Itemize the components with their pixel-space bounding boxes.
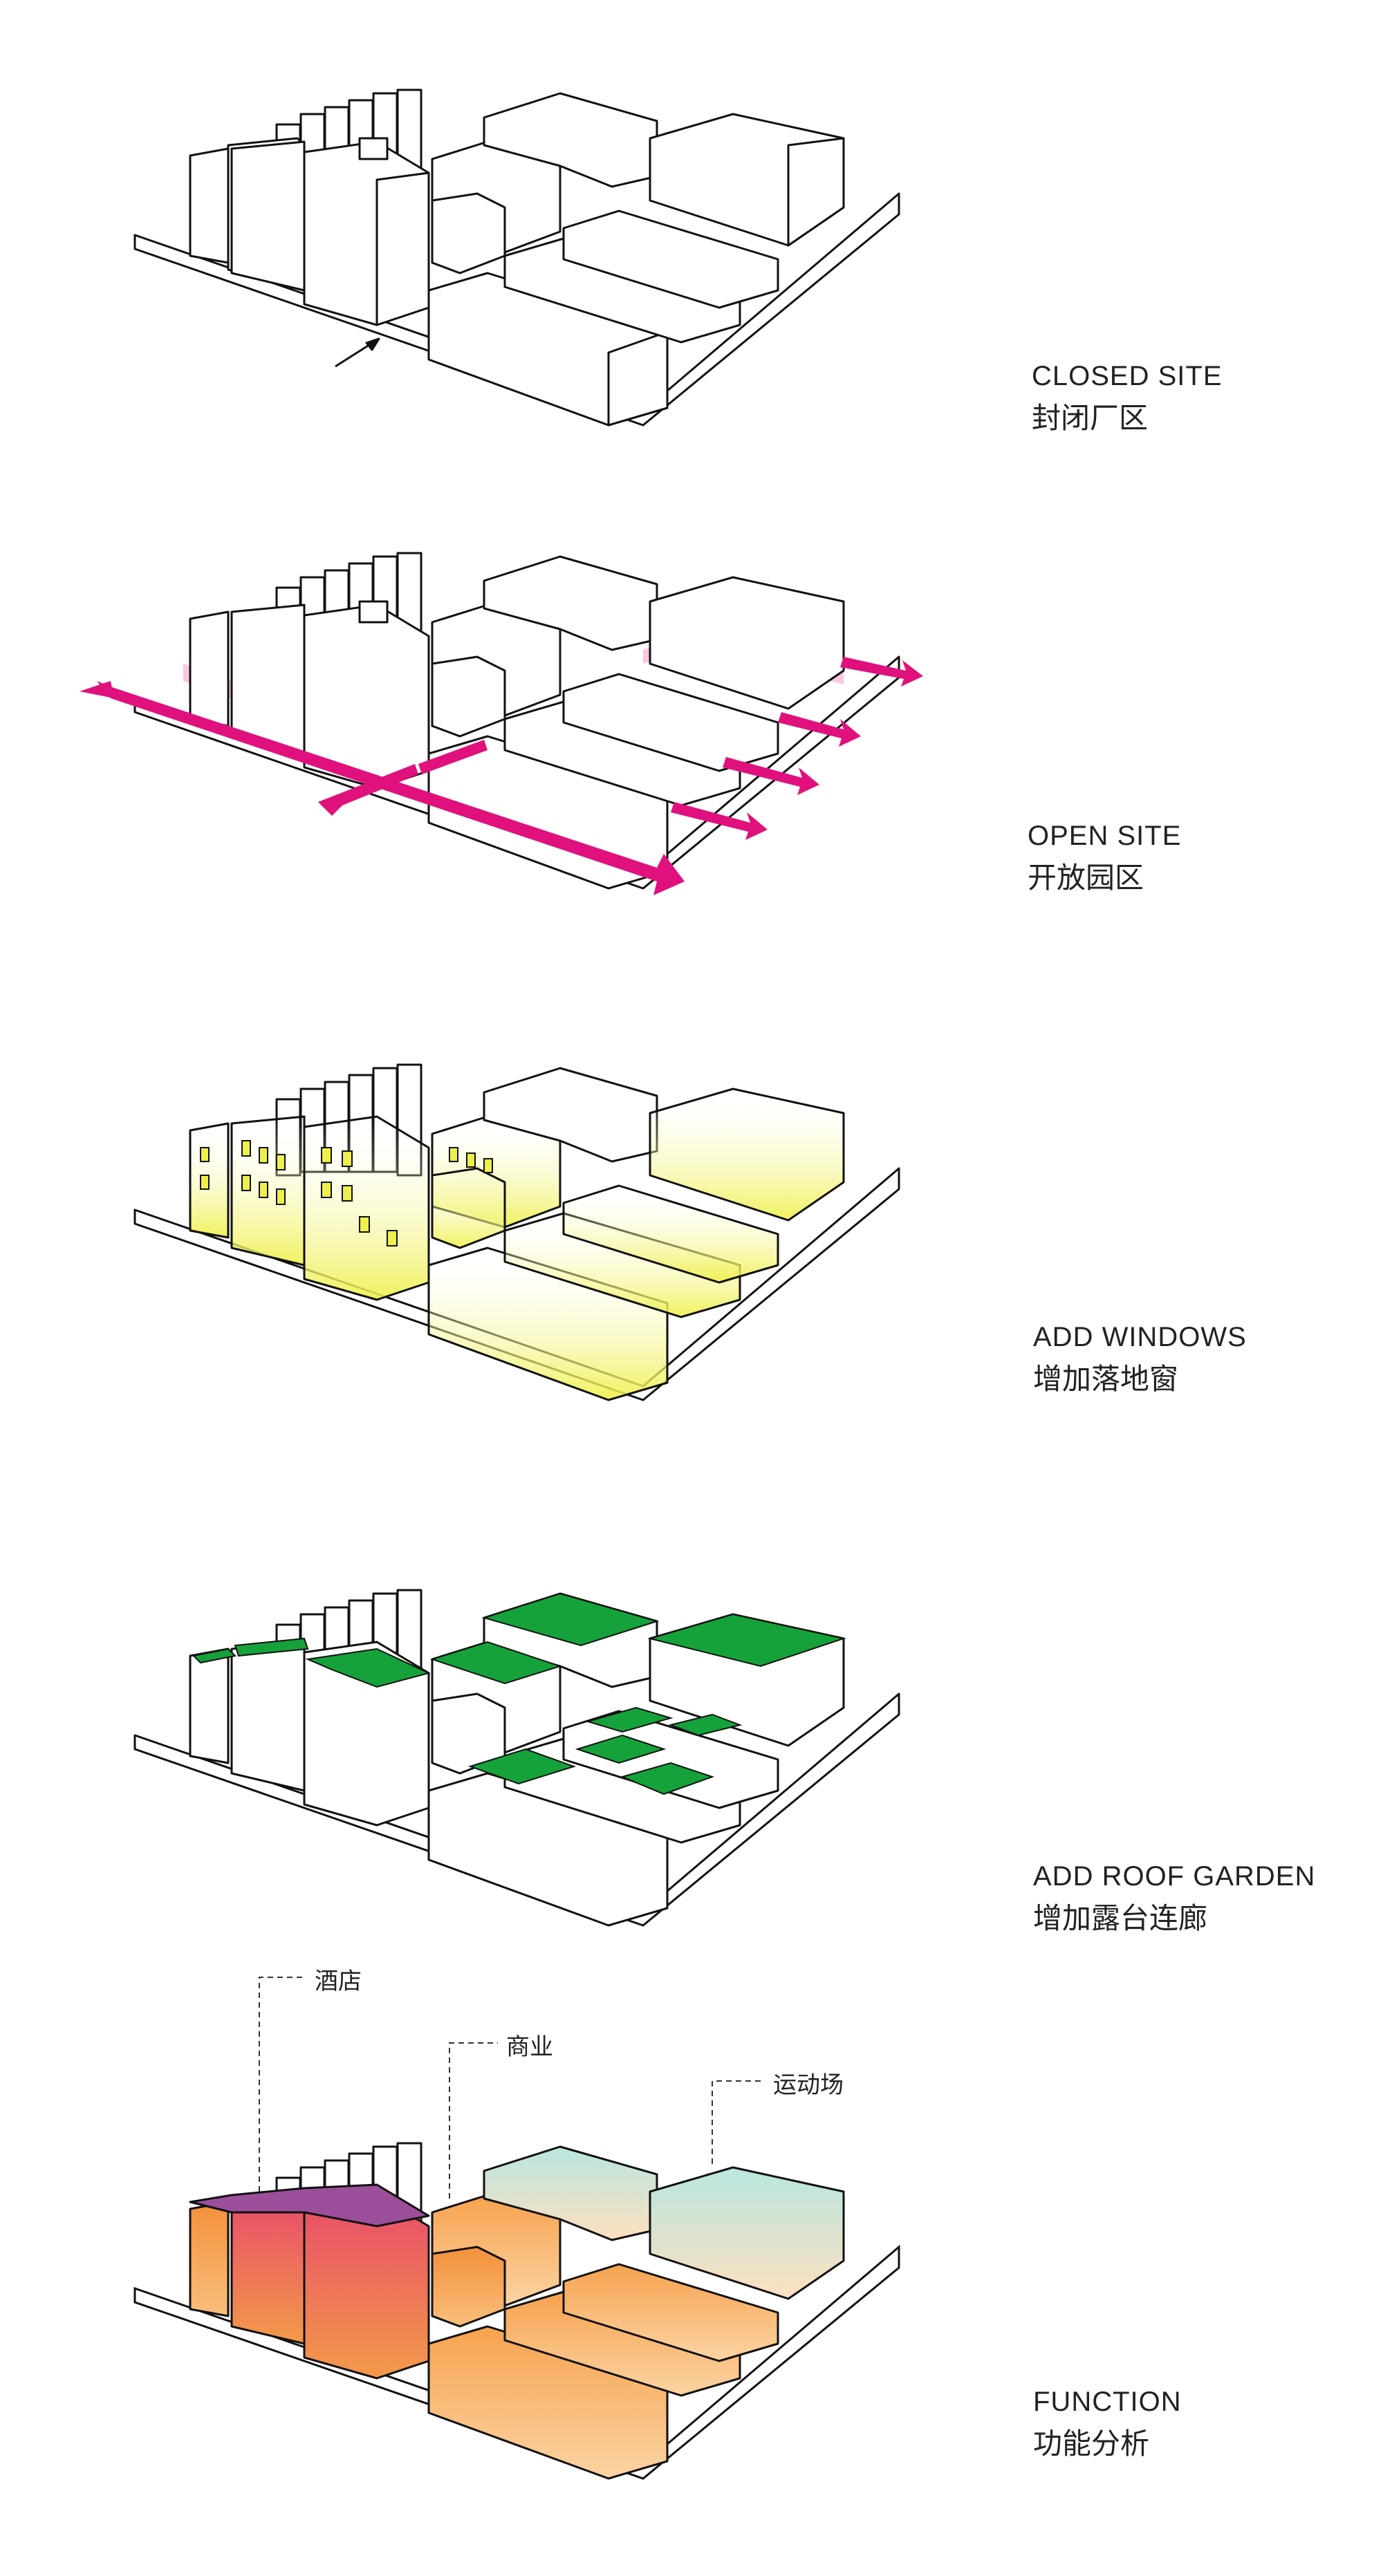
stage-title-cn: 封闭厂区 <box>1032 402 1149 434</box>
function-diagram <box>133 1977 900 2480</box>
green-roofs <box>192 1592 846 1795</box>
stage-title-en: OPEN SITE <box>1028 821 1182 851</box>
add-windows-diagram <box>133 1063 900 1401</box>
stage-title-cn: 开放园区 <box>1028 861 1144 894</box>
stage-title-en: CLOSED SITE <box>1032 361 1223 391</box>
callout-commercial: 商业 <box>506 2034 553 2060</box>
stage-title-en: ADD ROOF GARDEN <box>1033 1861 1316 1892</box>
open-site-diagram <box>80 552 923 895</box>
stage-title-cn: 增加露台连廊 <box>1033 1902 1208 1934</box>
roof-garden-diagram <box>133 1589 900 1927</box>
callout-hotel: 酒店 <box>315 1968 362 1995</box>
stage-title-en: ADD WINDOWS <box>1033 1322 1247 1352</box>
stage-label-open-site: OPEN SITE 开放园区 <box>1028 819 1181 897</box>
stage-title-cn: 增加落地窗 <box>1033 1363 1179 1395</box>
stage-label-function: FUNCTION 功能分析 <box>1033 2385 1182 2463</box>
window-marks <box>200 1140 493 1247</box>
stage-label-closed-site: CLOSED SITE 封闭厂区 <box>1032 360 1223 437</box>
stage-title-en: FUNCTION <box>1033 2387 1182 2417</box>
stage-label-roof-garden: ADD ROOF GARDEN 增加露台连廊 <box>1033 1860 1315 1937</box>
closed-site-diagram <box>133 88 900 427</box>
magenta-access-arrows <box>80 657 923 895</box>
callout-sports: 运动场 <box>773 2072 844 2098</box>
callout-leaders <box>259 1977 764 2199</box>
stage-title-cn: 功能分析 <box>1033 2427 1150 2460</box>
stage-label-add-windows: ADD WINDOWS 增加落地窗 <box>1033 1320 1247 1398</box>
